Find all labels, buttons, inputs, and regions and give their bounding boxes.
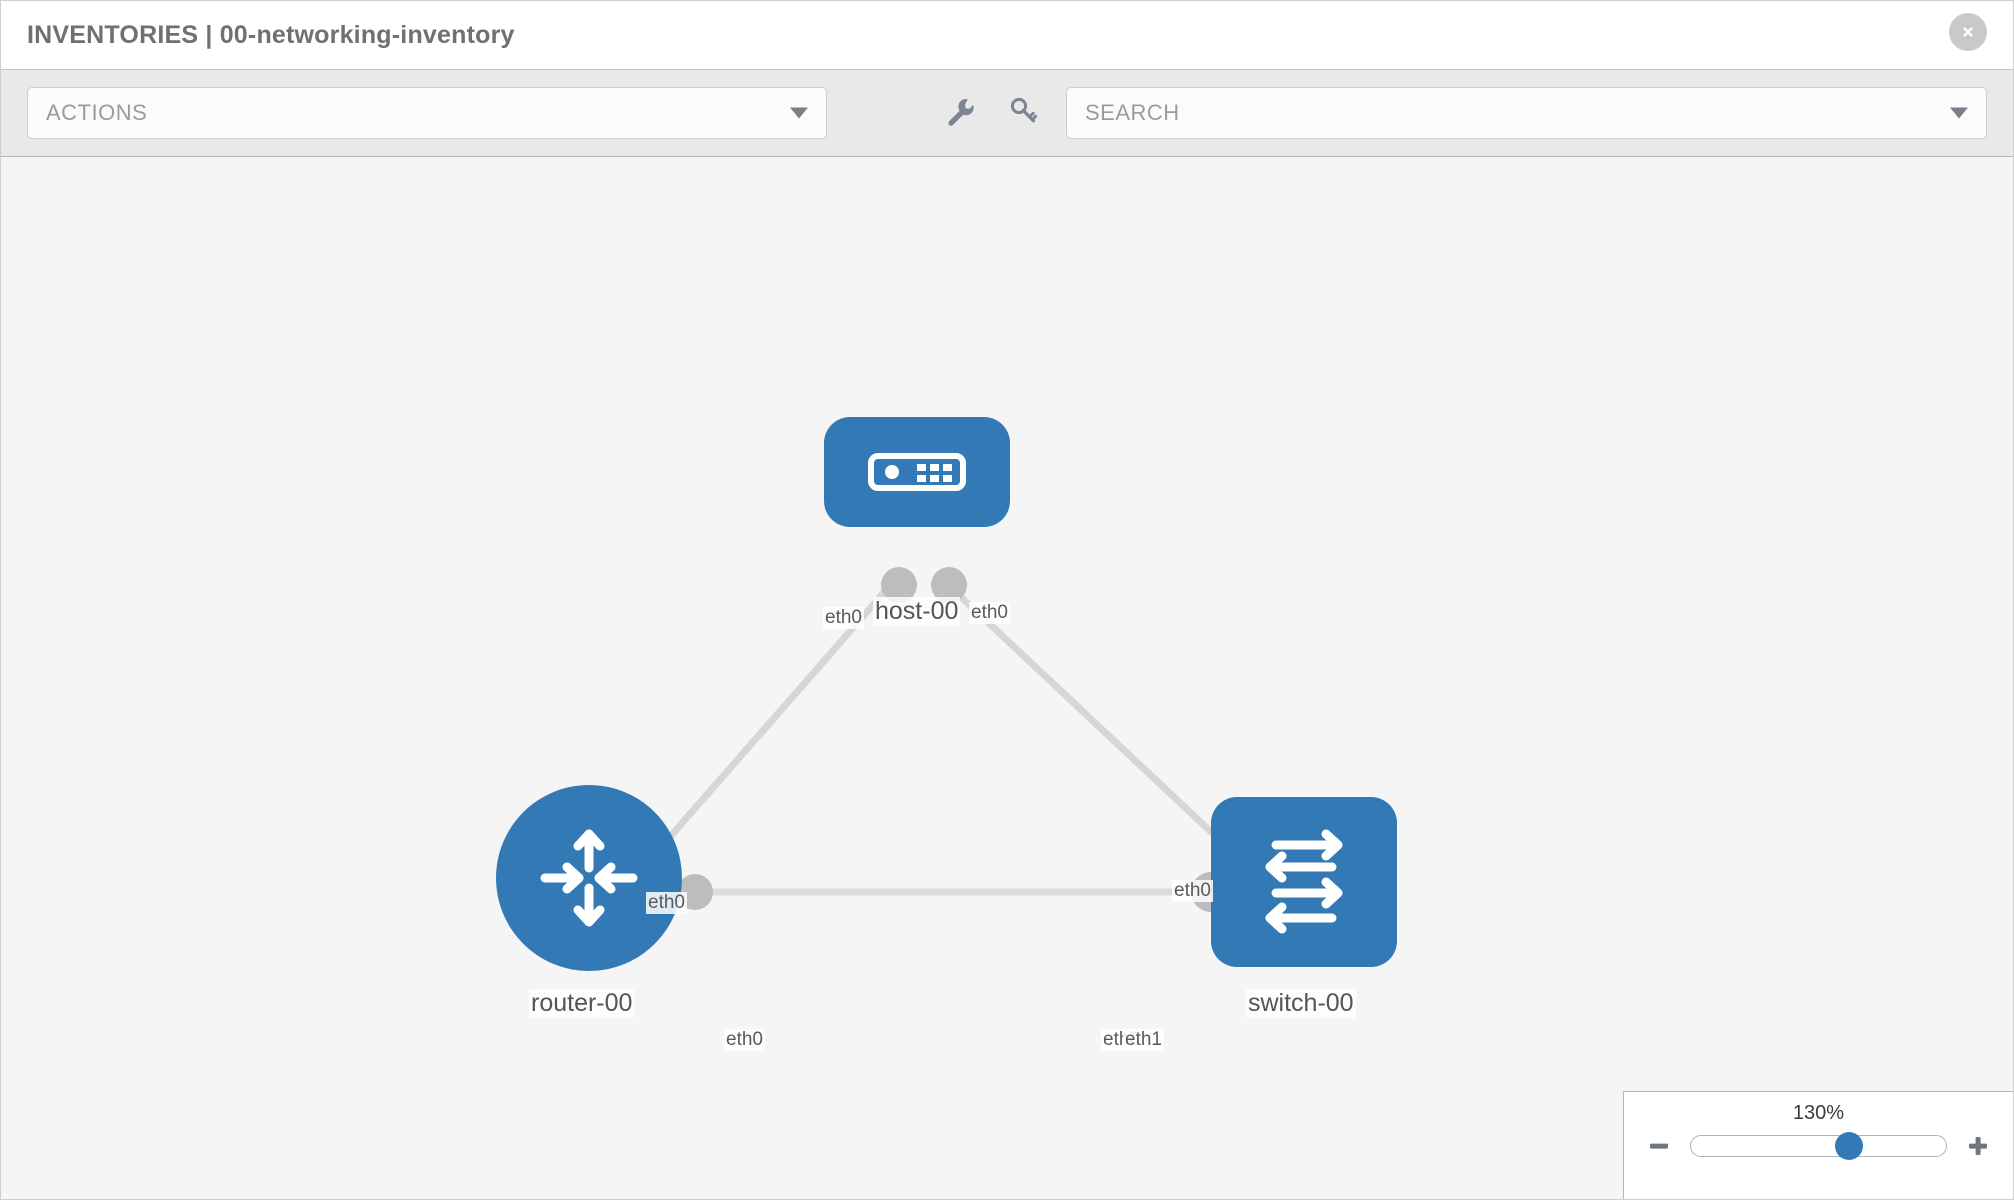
minus-icon[interactable] bbox=[1646, 1133, 1672, 1159]
node-label-router-00: router-00 bbox=[529, 989, 635, 1018]
iface-label-host00-left: eth0 bbox=[823, 607, 864, 629]
actions-dropdown-label: ACTIONS bbox=[46, 100, 148, 125]
toolbar: ACTIONS SEARCH bbox=[1, 69, 2013, 157]
node-router-00[interactable] bbox=[496, 785, 682, 971]
node-label-host-00: host-00 bbox=[873, 597, 961, 626]
key-icon[interactable] bbox=[1006, 94, 1040, 133]
server-icon bbox=[868, 453, 966, 491]
close-icon[interactable] bbox=[1949, 13, 1987, 51]
plus-icon[interactable] bbox=[1965, 1133, 1991, 1159]
iface-label-switch00-left-eth1: eth1 bbox=[1123, 1029, 1164, 1051]
node-host-00-shape[interactable] bbox=[824, 417, 1010, 527]
router-arrows-icon bbox=[540, 829, 638, 927]
iface-label-switch00-up: eth0 bbox=[1172, 880, 1213, 902]
topology-edges bbox=[649, 579, 1241, 896]
switch-arrows-icon bbox=[1265, 829, 1343, 934]
toolbar-icon-group bbox=[942, 94, 1040, 133]
zoom-slider[interactable] bbox=[1690, 1132, 1947, 1160]
zoom-control-panel: 130% bbox=[1623, 1091, 2013, 1199]
window-header: INVENTORIES | 00-networking-inventory bbox=[1, 1, 2013, 69]
zoom-level-value: 130% bbox=[1792, 1102, 1845, 1124]
iface-label-router00-right: eth0 bbox=[724, 1029, 765, 1051]
node-switch-00[interactable] bbox=[1211, 797, 1397, 967]
node-host-00[interactable] bbox=[824, 417, 1010, 527]
wrench-icon[interactable] bbox=[942, 94, 976, 133]
node-label-switch-00: switch-00 bbox=[1246, 989, 1356, 1018]
page-title: INVENTORIES | 00-networking-inventory bbox=[27, 20, 515, 49]
chevron-down-icon[interactable] bbox=[1950, 107, 1968, 119]
chevron-down-icon bbox=[790, 107, 808, 119]
zoom-slider-thumb[interactable] bbox=[1835, 1132, 1864, 1160]
iface-label-router00-up: eth0 bbox=[646, 892, 687, 914]
actions-dropdown[interactable]: ACTIONS bbox=[27, 87, 827, 139]
search-input[interactable]: SEARCH bbox=[1066, 87, 1987, 139]
iface-label-host00-right: eth0 bbox=[969, 602, 1010, 624]
topology-canvas[interactable]: host-00 router-00 bbox=[1, 157, 2013, 1199]
edge-host00-switch00 bbox=[942, 579, 1241, 860]
zoom-control-row bbox=[1624, 1132, 2013, 1160]
node-router-00-shape[interactable] bbox=[496, 785, 682, 971]
node-switch-00-shape[interactable] bbox=[1211, 797, 1397, 967]
search-placeholder: SEARCH bbox=[1085, 100, 1180, 125]
